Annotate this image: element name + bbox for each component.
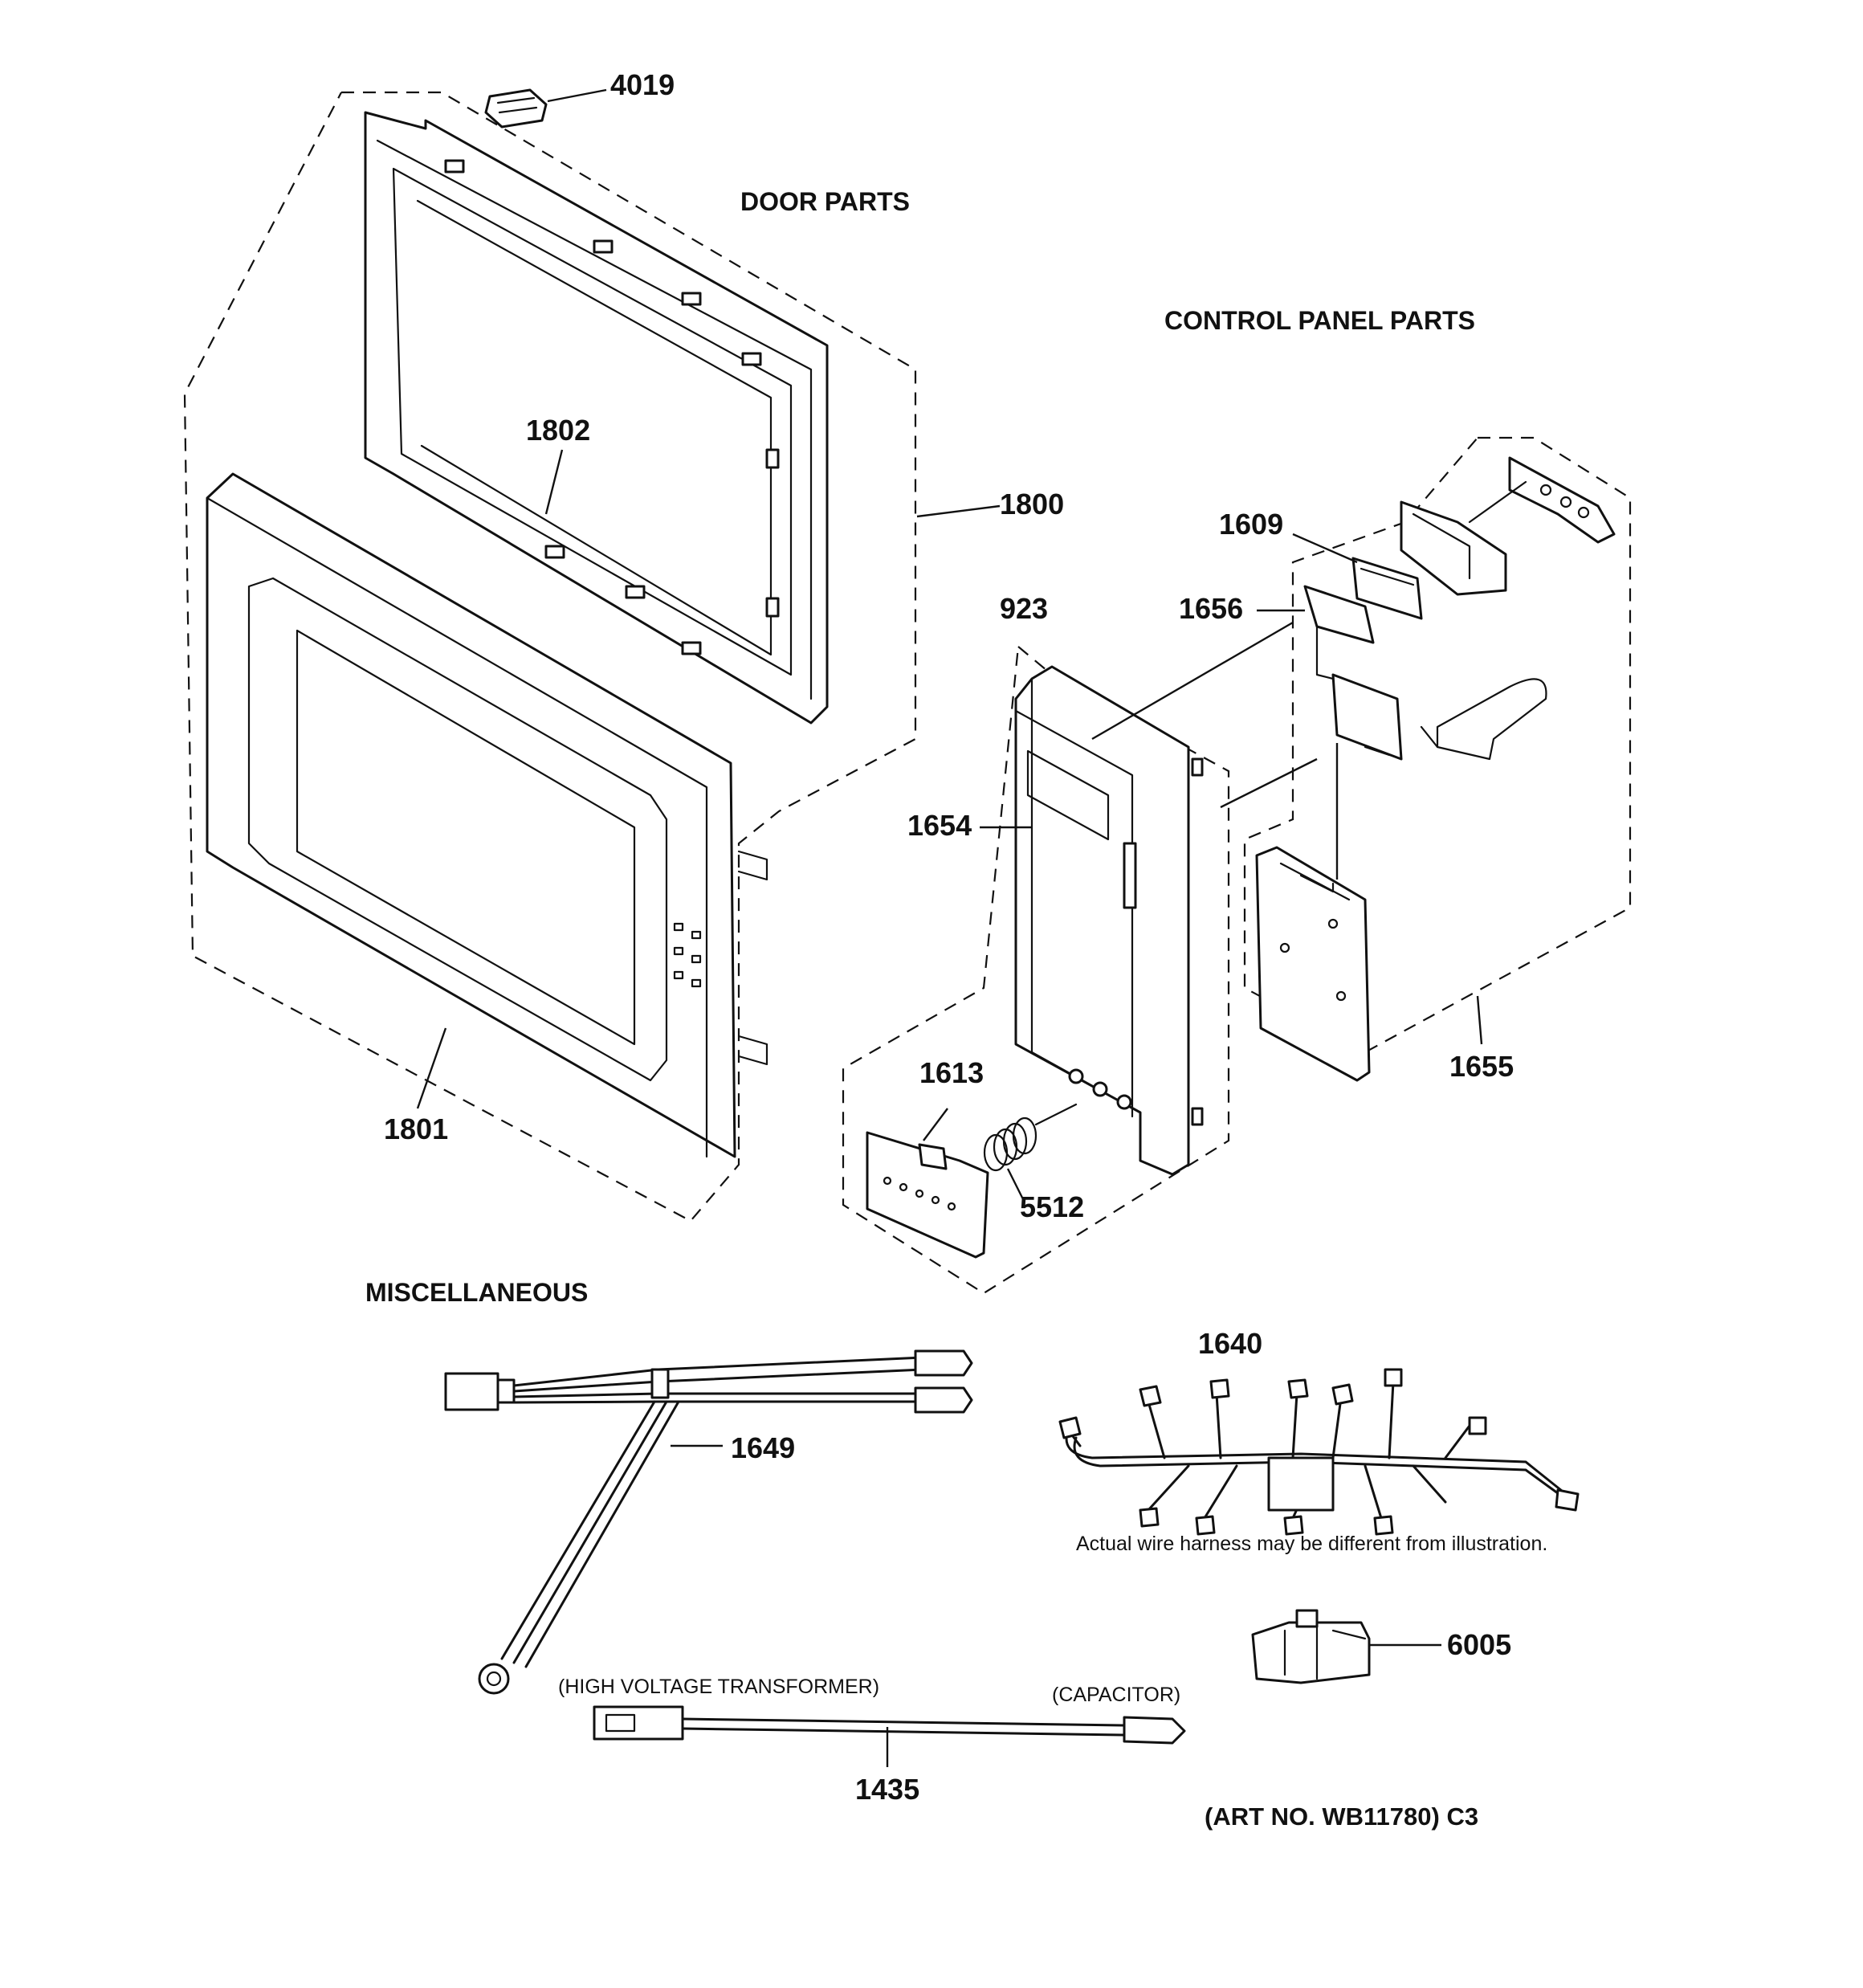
part-1613-button-assembly: [866, 1131, 989, 1259]
door-parts-group: [183, 88, 1001, 1223]
callout-5512: 5512: [1020, 1190, 1084, 1223]
callout-1801: 1801: [384, 1112, 448, 1145]
callout-923: 923: [1000, 592, 1048, 625]
part-1609-board: [1351, 557, 1423, 620]
art-number: (ART NO. WB11780) C3: [1205, 1802, 1478, 1831]
section-title-door-parts: DOOR PARTS: [740, 187, 910, 216]
callout-1802: 1802: [526, 414, 590, 447]
callout-1800: 1800: [1000, 488, 1064, 520]
part-1640-wire-harness: [1058, 1368, 1580, 1536]
part-1802-door-frame: [364, 111, 829, 725]
label-high-voltage-transformer: (HIGH VOLTAGE TRANSFORMER): [558, 1676, 879, 1698]
ribbon-cable: [1420, 678, 1547, 761]
callout-1435: 1435: [855, 1773, 919, 1806]
callout-1654: 1654: [907, 809, 972, 842]
part-6005-switch: [1251, 1609, 1371, 1684]
part-1801-door-panel: [206, 472, 768, 1158]
harness-note: Actual wire harness may be different fro…: [1076, 1533, 1547, 1555]
control-panel-parts-group: [842, 436, 1632, 1295]
part-1649-wire-set: [444, 1349, 973, 1695]
control-board-assembly-boundary: [1243, 436, 1632, 1054]
section-title-control-panel-parts: CONTROL PANEL PARTS: [1164, 306, 1475, 335]
callout-1656: 1656: [1179, 592, 1243, 625]
miscellaneous-group: [444, 1349, 1580, 1767]
part-1654-control-panel: [1014, 665, 1204, 1176]
part-1655-control-board: [1255, 846, 1371, 1082]
part-1656-display: [1303, 585, 1403, 761]
callout-1609: 1609: [1219, 508, 1283, 541]
callout-1655: 1655: [1449, 1050, 1514, 1083]
callout-1649: 1649: [731, 1431, 795, 1464]
part-1435-lead-wire: [593, 1705, 1186, 1745]
callout-6005: 6005: [1447, 1628, 1511, 1661]
part-5512-spring: [983, 1103, 1078, 1172]
part-relay-bracket: [1400, 456, 1616, 596]
callout-4019: 4019: [610, 68, 675, 101]
part-4019-latch: [484, 88, 548, 129]
door-button-holes: [673, 922, 702, 988]
door-assembly-boundary: [183, 91, 917, 1223]
callout-1640: 1640: [1198, 1327, 1262, 1360]
callout-1613: 1613: [919, 1056, 984, 1089]
label-capacitor: (CAPACITOR): [1052, 1684, 1180, 1706]
section-title-miscellaneous: MISCELLANEOUS: [365, 1278, 588, 1307]
